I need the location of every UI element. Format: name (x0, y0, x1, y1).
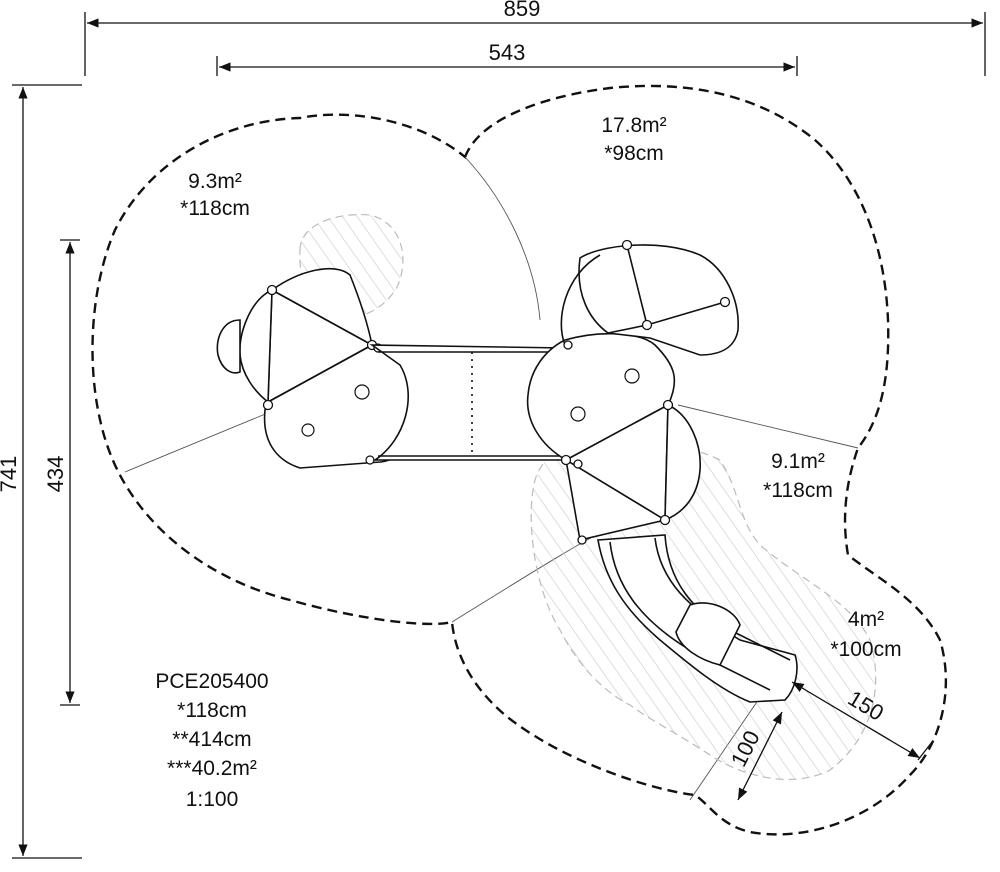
zone-area-label: 9.3m² (188, 170, 242, 193)
right-side-panel (664, 403, 701, 522)
overall-height-label: 741 (0, 456, 21, 493)
overall-height-dimension (12, 84, 82, 859)
slide-width-dimension (737, 711, 783, 801)
left-knob (216, 319, 241, 374)
zone-divider (464, 156, 541, 321)
zone-area-label: 17.8m² (601, 114, 666, 137)
total-area: ***40.2m² (167, 757, 257, 780)
inner-width-dimension (216, 56, 798, 76)
zone-height-label: *118cm (180, 197, 250, 220)
left-side-panel (239, 288, 273, 404)
overall-width-label: 859 (504, 0, 541, 21)
deck-hole (624, 368, 640, 384)
free-height: **414cm (172, 728, 251, 751)
zone-height-label: *100cm (830, 638, 901, 661)
zone-height-label: *118cm (763, 479, 833, 502)
play-structure (216, 239, 798, 703)
zone-height-label: *98cm (604, 142, 664, 165)
inner-height-label: 434 (43, 456, 68, 493)
deck-hole (365, 455, 375, 465)
zone-divider (124, 409, 276, 473)
product-code: PCE205400 (155, 670, 268, 693)
fall-height: *118cm (177, 699, 247, 722)
slide-run-dimension (791, 681, 933, 761)
zone-divider (677, 404, 859, 449)
top-right-canopy (578, 244, 739, 356)
zone-area-label: 9.1m² (771, 450, 825, 473)
scale: 1:100 (186, 788, 239, 811)
bridge-deck (369, 344, 566, 461)
inner-width-label: 543 (489, 40, 526, 65)
deck-hole (570, 406, 586, 422)
right-lower-panel (564, 458, 668, 541)
overall-width-dimension (84, 12, 986, 76)
inner-height-dimension (60, 239, 80, 706)
spec-legend: PCE205400 *118cm **414cm ***40.2m² 1:100 (155, 670, 268, 811)
deck-hole (354, 384, 370, 400)
zone-area-label: 4m² (848, 608, 884, 631)
deck-hole (301, 423, 315, 437)
safety-zone-outline (91, 84, 947, 836)
left-climber-roof (270, 267, 374, 347)
